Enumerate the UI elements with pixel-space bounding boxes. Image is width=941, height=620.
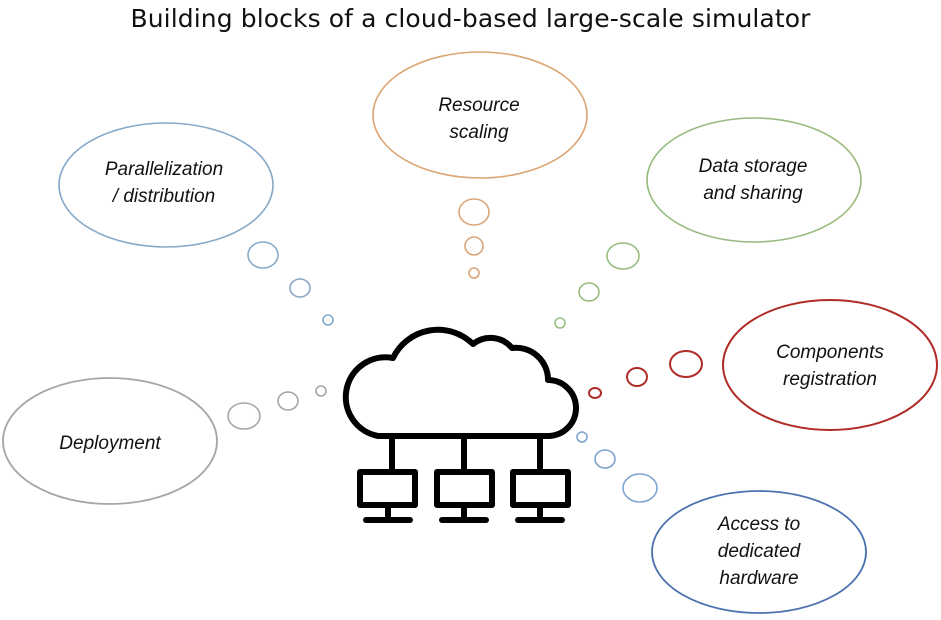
bubble-deployment-dot-medium	[277, 391, 299, 411]
bubble-resource-scaling-dot-large	[458, 198, 490, 226]
network-connectors	[389, 433, 543, 475]
bubble-access-hardware-line-2: dedicated	[718, 541, 802, 562]
bubble-data-storage-dot-large	[606, 242, 640, 270]
bubble-components-registration-dot-small	[588, 387, 602, 399]
bubble-deployment-dot-large	[227, 402, 261, 430]
bubble-access-hardware-line-1: Access to	[717, 514, 800, 535]
bubble-parallelization-line-2: / distribution	[111, 186, 215, 207]
bubble-resource-scaling-line-1: Resource	[438, 95, 519, 116]
bubble-data-storage-line-1: Data storage	[699, 156, 808, 177]
monitor-left	[357, 469, 418, 523]
bubble-data-storage: Data storage and sharing	[554, 117, 862, 329]
bubble-parallelization-dot-small	[322, 314, 334, 326]
bubble-components-registration-ellipse	[722, 299, 938, 431]
bubble-parallelization: Parallelization / distribution	[58, 122, 334, 326]
bubble-access-hardware-dot-medium	[594, 449, 616, 469]
bubble-parallelization-dot-medium	[289, 278, 311, 298]
bubble-resource-scaling-dot-medium	[464, 236, 484, 256]
bubble-components-registration-line-1: Components	[776, 342, 884, 363]
bubble-access-hardware-dot-large	[622, 473, 658, 503]
cloud-network-icon	[342, 326, 579, 523]
bubble-access-hardware-line-3: hardware	[719, 568, 798, 589]
bubble-components-registration-dot-medium	[626, 367, 648, 387]
monitor-center	[434, 469, 495, 523]
bubble-resource-scaling: Resource scaling	[372, 51, 588, 279]
bubble-parallelization-dot-large	[247, 241, 279, 269]
bubble-resource-scaling-line-2: scaling	[449, 122, 509, 143]
monitor-right	[510, 469, 571, 523]
bubble-resource-scaling-dot-small	[468, 267, 480, 279]
bubble-access-hardware: Access to dedicated hardware	[576, 431, 867, 614]
bubble-deployment: Deployment	[2, 377, 327, 505]
bubble-resource-scaling-ellipse	[372, 51, 588, 179]
bubble-access-hardware-ellipse	[651, 490, 867, 614]
cloud-outline	[342, 326, 579, 439]
bubble-data-storage-dot-medium	[578, 282, 600, 302]
bubble-data-storage-ellipse	[646, 117, 862, 243]
bubble-deployment-dot-small	[315, 385, 327, 397]
bubble-parallelization-ellipse	[58, 122, 274, 248]
bubble-components-registration-dot-large	[669, 350, 703, 378]
bubble-data-storage-line-2: and sharing	[703, 183, 803, 204]
bubble-parallelization-line-1: Parallelization	[105, 159, 223, 180]
bubble-components-registration: Components registration	[588, 299, 938, 431]
bubble-deployment-line-1: Deployment	[59, 433, 161, 454]
bubble-components-registration-line-2: registration	[783, 369, 877, 390]
bubble-access-hardware-dot-small	[576, 431, 588, 443]
diagram-title: Building blocks of a cloud-based large-s…	[130, 4, 811, 33]
bubble-deployment-ellipse	[2, 377, 218, 505]
bubble-data-storage-dot-small	[554, 317, 566, 329]
